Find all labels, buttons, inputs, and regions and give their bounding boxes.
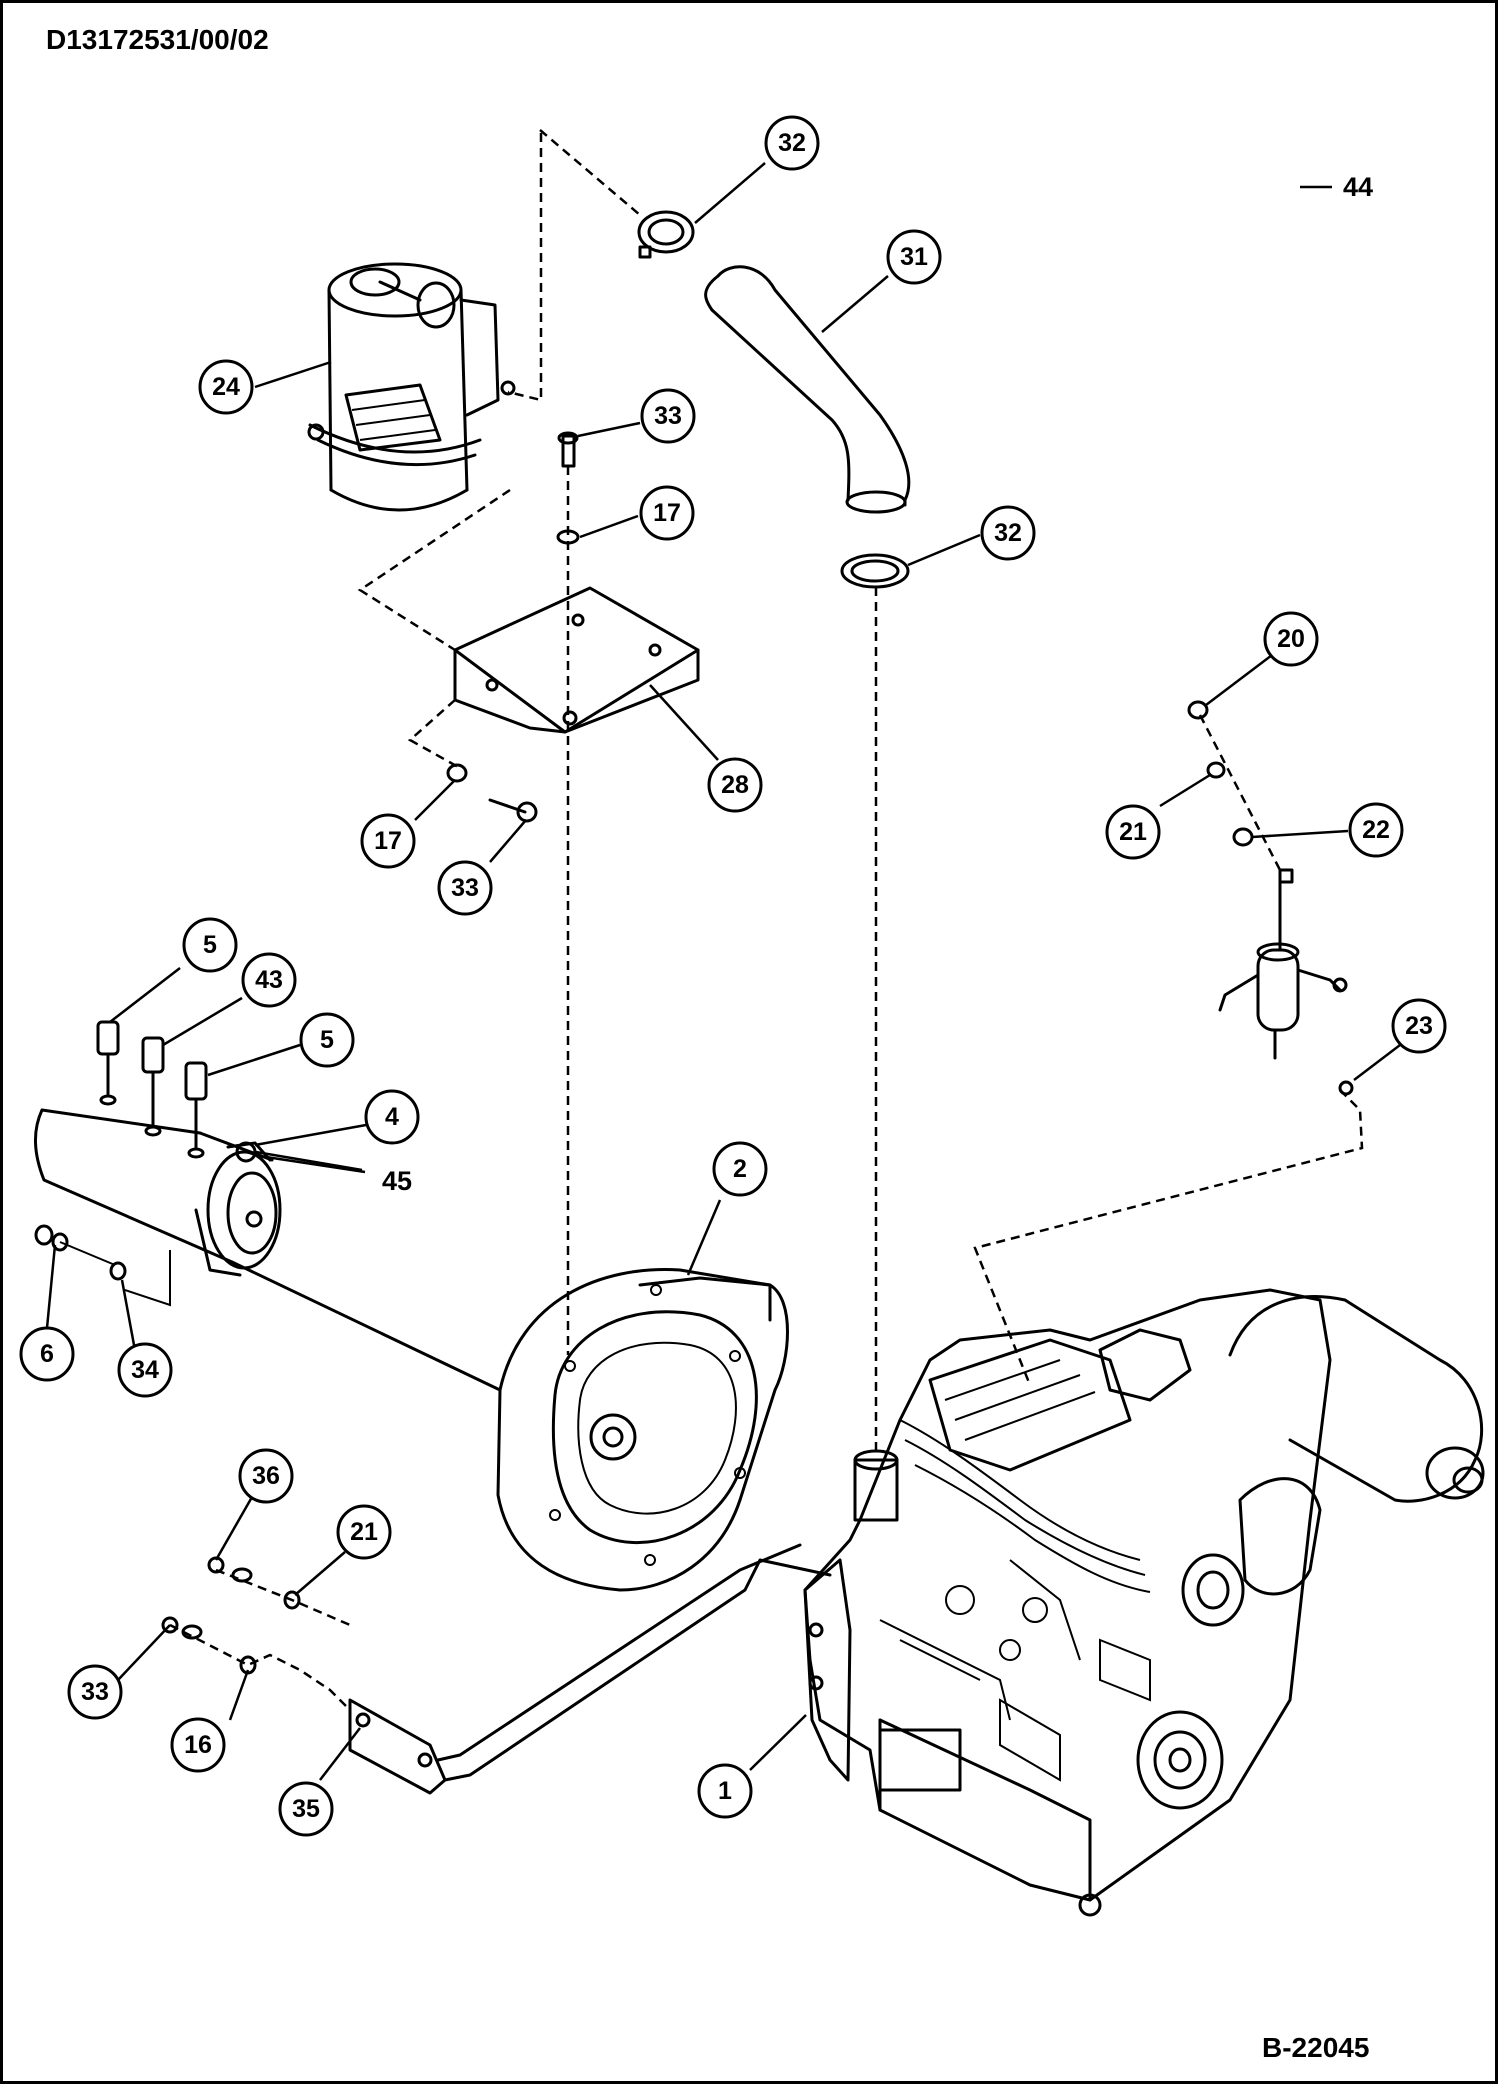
svg-text:21: 21 [350, 1518, 378, 1546]
callout-23: 23 [1391, 998, 1447, 1054]
callout-1: 1 [697, 1763, 753, 1819]
svg-text:5: 5 [320, 1026, 334, 1054]
callout-34: 34 [117, 1342, 173, 1398]
svg-text:23: 23 [1405, 1012, 1433, 1040]
leader-45 [265, 1155, 366, 1174]
svg-text:34: 34 [131, 1356, 159, 1384]
figure-reference: B-22045 [1262, 2032, 1370, 2063]
callout-43: 43 [241, 952, 297, 1008]
svg-text:1: 1 [718, 1777, 732, 1805]
svg-text:24: 24 [212, 373, 240, 401]
callout-36: 36 [238, 1448, 294, 1504]
leader-lines [45, 162, 1401, 1781]
callout-4: 4 [364, 1089, 420, 1145]
svg-text:4: 4 [385, 1103, 399, 1131]
callout-33-bottom: 33 [67, 1664, 123, 1720]
callout-21-upper: 21 [1105, 804, 1161, 860]
assembly-lines [169, 129, 1364, 1711]
svg-text:22: 22 [1362, 816, 1390, 844]
bolt-washer-lower-drawing [446, 763, 538, 823]
callout-33-lower: 33 [437, 860, 493, 916]
svg-text:2: 2 [733, 1155, 747, 1183]
svg-text:5: 5 [203, 931, 217, 959]
callout-31: 31 [886, 229, 942, 285]
svg-text:31: 31 [900, 243, 928, 271]
hose-clamp-upper-drawing [637, 210, 695, 259]
callout-20: 20 [1263, 611, 1319, 667]
svg-text:17: 17 [374, 827, 402, 855]
callout-32-lower: 32 [980, 505, 1036, 561]
callout-17-upper: 17 [639, 485, 695, 541]
callout-21-lower: 21 [336, 1504, 392, 1560]
svg-text:6: 6 [40, 1340, 54, 1368]
svg-text:20: 20 [1277, 625, 1305, 653]
hose-clamp-lower-drawing [840, 553, 910, 589]
callout-32-top: 32 [764, 115, 820, 171]
sensor-plugs-drawing [96, 1020, 208, 1159]
callout-22: 22 [1348, 802, 1404, 858]
mount-bracket-drawing [348, 1543, 832, 1795]
svg-text:21: 21 [1119, 818, 1147, 846]
engine-drawing [803, 1288, 1485, 1917]
svg-text:36: 36 [252, 1462, 280, 1490]
muffler-hardware-drawing [34, 1224, 171, 1307]
air-cleaner-drawing [307, 262, 516, 512]
bracket-plate-drawing [453, 586, 700, 734]
svg-text:28: 28 [721, 771, 749, 799]
svg-text:32: 32 [778, 129, 806, 157]
label-45: 45 [382, 1166, 412, 1196]
callout-6: 6 [19, 1326, 75, 1382]
callout-24: 24 [198, 359, 254, 415]
svg-text:17: 17 [653, 499, 681, 527]
flywheel-housing-drawing [496, 1268, 789, 1592]
callout-28: 28 [707, 757, 763, 813]
svg-text:33: 33 [654, 402, 682, 430]
callout-33-upper: 33 [640, 388, 696, 444]
document-id: D13172531/00/02 [46, 24, 269, 55]
callout-5-left: 5 [182, 917, 238, 973]
callout-16: 16 [170, 1717, 226, 1773]
label-44: 44 [1343, 172, 1373, 202]
svg-text:33: 33 [451, 874, 479, 902]
svg-text:33: 33 [81, 1678, 109, 1706]
callout-5-right: 5 [299, 1012, 355, 1068]
svg-text:16: 16 [184, 1731, 212, 1759]
callout-35: 35 [278, 1781, 334, 1837]
svg-text:35: 35 [292, 1795, 320, 1823]
muffler-drawing [33, 1108, 502, 1392]
callout-17-lower: 17 [360, 813, 416, 869]
hose-drawing [704, 265, 911, 514]
fuel-pump-drawing [1187, 700, 1354, 1096]
svg-text:32: 32 [994, 519, 1022, 547]
callout-2: 2 [712, 1141, 768, 1197]
svg-text:43: 43 [255, 966, 283, 994]
